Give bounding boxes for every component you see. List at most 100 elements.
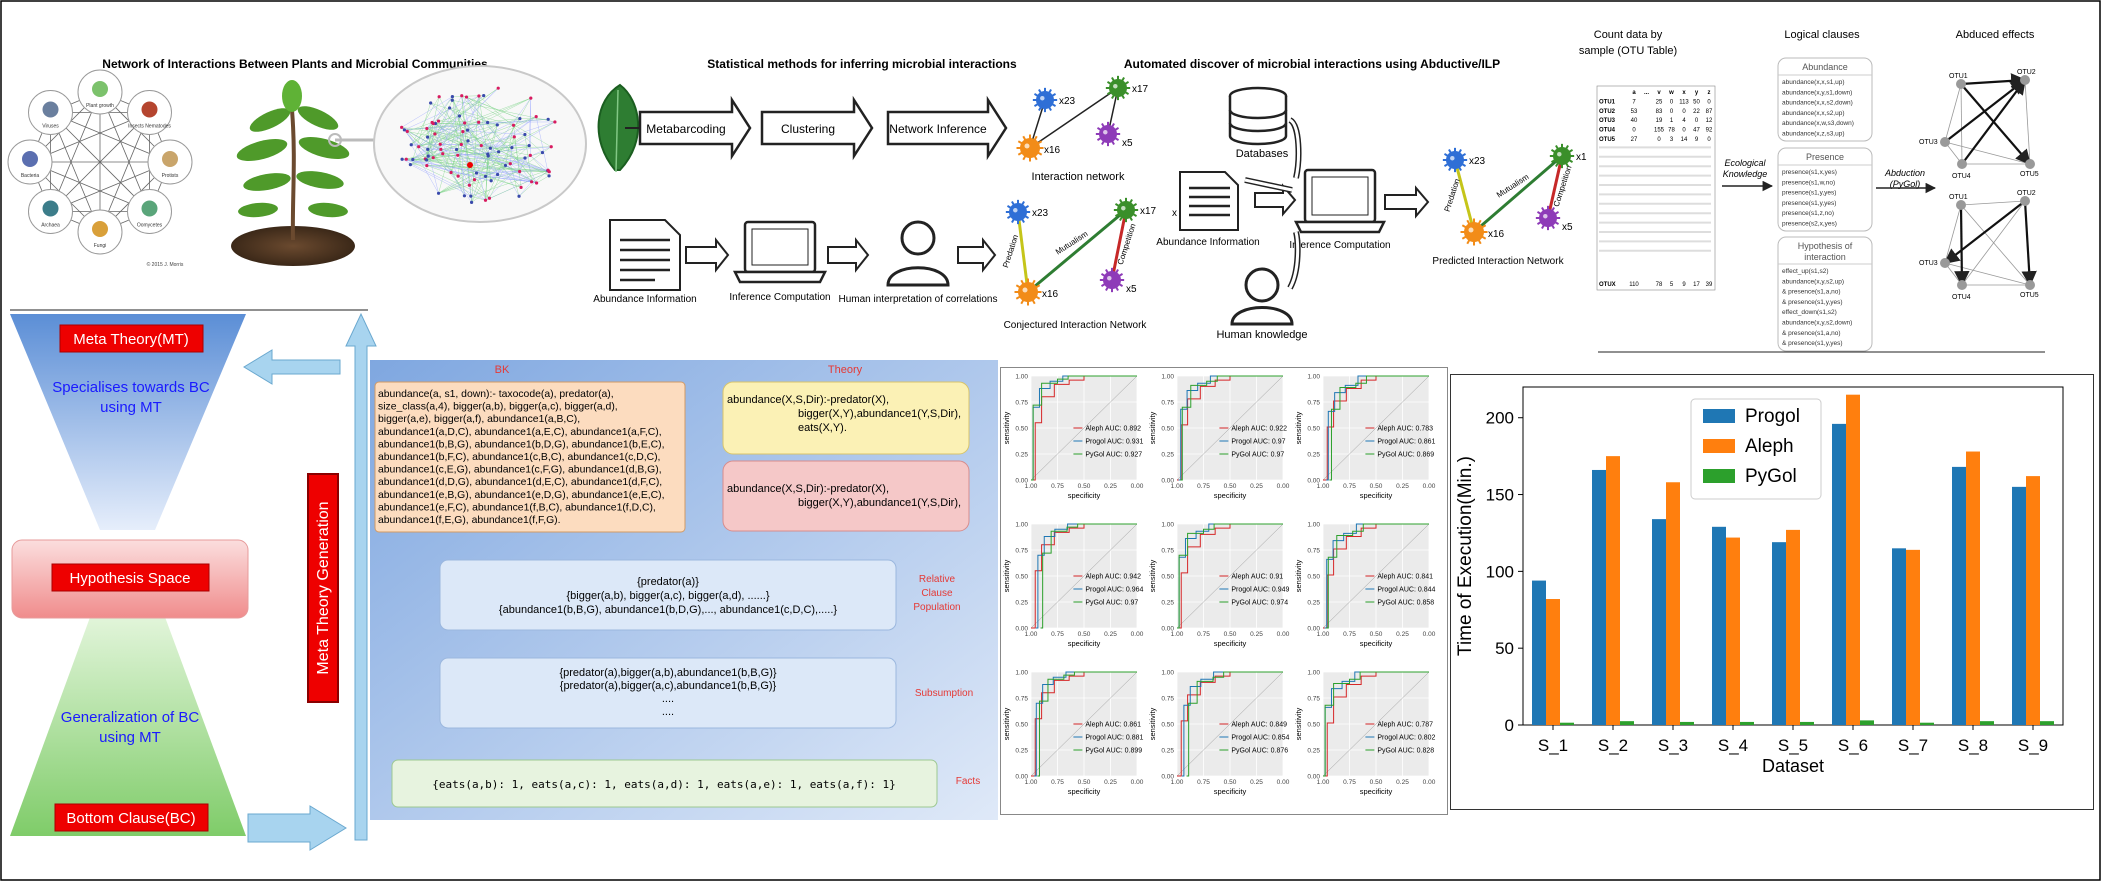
svg-text:0.50: 0.50: [1078, 779, 1091, 786]
svg-text:0.50: 0.50: [1015, 722, 1028, 729]
stats-human-label: Human interpretation of correlations: [839, 294, 998, 305]
svg-text:1.00: 1.00: [1171, 779, 1184, 786]
svg-text:a: a: [1632, 90, 1636, 96]
bar-progol-s_1: [1532, 580, 1546, 725]
image-credit: © 2015 J. Morris: [147, 261, 184, 268]
svg-text:87: 87: [1706, 109, 1713, 115]
svg-text:0: 0: [1657, 137, 1661, 143]
svg-text:0.25: 0.25: [1396, 483, 1409, 490]
rcp-line: {bigger(a,b), bigger(a,c), bigger(a,d), …: [567, 590, 770, 602]
svg-text:0.50: 0.50: [1307, 722, 1320, 729]
svg-text:y: y: [1695, 90, 1699, 96]
svg-text:Aleph AUC: 0.922: Aleph AUC: 0.922: [1231, 426, 1287, 433]
svg-text:1.00: 1.00: [1317, 483, 1330, 490]
svg-text:PyGol AUC: 0.869: PyGol AUC: 0.869: [1377, 452, 1434, 459]
svg-text:Protists: Protists: [162, 173, 179, 179]
microbe-icon: [1105, 75, 1131, 101]
abductive-document-icon: [1179, 171, 1239, 231]
svg-text:0.50: 0.50: [1224, 483, 1237, 490]
svg-text:Progol AUC: 0.964: Progol AUC: 0.964: [1085, 587, 1143, 594]
pipeline-step-3: Network Inference: [886, 95, 1008, 161]
svg-text:0.75: 0.75: [1343, 631, 1356, 638]
hairball-network: [400, 86, 557, 204]
svg-text:0.00: 0.00: [1131, 483, 1144, 490]
svg-text:Network Inference: Network Inference: [889, 122, 987, 136]
svg-text:0.00: 0.00: [1277, 779, 1290, 786]
svg-text:presence(s1,y,yes): presence(s1,y,yes): [1782, 200, 1836, 207]
svg-text:1.00: 1.00: [1161, 374, 1174, 381]
svg-text:0.25: 0.25: [1104, 631, 1117, 638]
microbe-icon: [1113, 197, 1139, 223]
svg-text:1.00: 1.00: [1015, 670, 1028, 677]
bar-aleph-s_6: [1846, 394, 1860, 725]
theory-line: eats(X,Y).: [798, 422, 847, 434]
svg-text:specificity: specificity: [1360, 639, 1393, 648]
svg-text:0.25: 0.25: [1250, 779, 1263, 786]
bottom-clause-label: Bottom Clause(BC): [66, 810, 195, 827]
x-tick-label: S_5: [1778, 736, 1808, 755]
plants-title: Network of Interactions Between Plants a…: [102, 57, 488, 71]
svg-text:Presence: Presence: [1806, 152, 1844, 162]
svg-text:Oomycetes: Oomycetes: [137, 222, 163, 228]
facts-line: {eats(a,b): 1, eats(a,c): 1, eats(a,d): …: [432, 778, 896, 791]
svg-text:x23: x23: [1059, 96, 1076, 107]
svg-text:1: 1: [1670, 118, 1674, 124]
svg-text:113: 113: [1679, 99, 1689, 105]
legend-swatch: [1703, 469, 1735, 483]
svg-text:0.75: 0.75: [1197, 779, 1210, 786]
svg-text:0.00: 0.00: [1307, 478, 1320, 485]
svg-text:Insects Nematodes: Insects Nematodes: [128, 124, 171, 130]
svg-text:1.00: 1.00: [1317, 631, 1330, 638]
svg-text:abundance(x,y,s2,up): abundance(x,y,s2,up): [1782, 278, 1844, 285]
microbe-icon: [1099, 267, 1125, 293]
svg-text:0.00: 0.00: [1307, 626, 1320, 633]
svg-text:0.25: 0.25: [1307, 748, 1320, 755]
svg-text:0.00: 0.00: [1423, 631, 1436, 638]
document-icon: [609, 219, 681, 291]
microbe-node: Protists: [147, 139, 193, 185]
svg-text:0.25: 0.25: [1250, 631, 1263, 638]
svg-text:OTU1: OTU1: [1949, 73, 1968, 80]
bar-progol-s_3: [1652, 519, 1666, 725]
svg-text:PyGol AUC: 0.858: PyGol AUC: 0.858: [1377, 600, 1434, 607]
subsumption-line: {predator(a),bigger(a,c),abundance1(b,B,…: [560, 680, 777, 692]
svg-text:Progol AUC: 0.802: Progol AUC: 0.802: [1377, 735, 1435, 742]
svg-text:Aleph AUC: 0.787: Aleph AUC: 0.787: [1377, 722, 1433, 729]
y-tick-label: 100: [1486, 562, 1514, 581]
svg-text:abundance(x,w,s3,down): abundance(x,w,s3,down): [1782, 120, 1854, 127]
svg-text:0.25: 0.25: [1307, 600, 1320, 607]
microbe-icon: [1014, 278, 1042, 306]
svg-text:0.75: 0.75: [1051, 779, 1064, 786]
svg-text:OTU3: OTU3: [1919, 139, 1938, 146]
svg-text:effect_down(s1,s2): effect_down(s1,s2): [1782, 309, 1837, 316]
svg-text:7: 7: [1632, 99, 1636, 105]
svg-text:9: 9: [1695, 137, 1699, 143]
svg-text:PyGol AUC: 0.974: PyGol AUC: 0.974: [1231, 600, 1288, 607]
legend-entry: Aleph: [1745, 436, 1794, 457]
svg-text:& presence(s1,y,yes): & presence(s1,y,yes): [1782, 299, 1843, 306]
svg-text:39: 39: [1706, 282, 1713, 288]
x-tick-label: S_8: [1958, 736, 1988, 755]
microbe-node: Insects Nematodes: [126, 90, 172, 136]
y-tick-label: 0: [1505, 716, 1514, 735]
svg-text:0.50: 0.50: [1161, 426, 1174, 433]
bar-pygol-s_1: [1560, 722, 1574, 725]
svg-text:sensitivity: sensitivity: [1294, 559, 1303, 592]
svg-text:specificity: specificity: [1214, 491, 1247, 500]
svg-text:Predation: Predation: [1443, 178, 1462, 213]
svg-text:PyGol AUC: 0.97: PyGol AUC: 0.97: [1085, 600, 1138, 607]
svg-text:v: v: [1657, 90, 1661, 96]
legend-swatch: [1703, 409, 1735, 423]
bk-title: BK: [495, 364, 510, 376]
svg-text:Progol AUC: 0.949: Progol AUC: 0.949: [1231, 587, 1289, 594]
svg-text:1.00: 1.00: [1307, 670, 1320, 677]
x-tick-label: S_9: [2018, 736, 2048, 755]
svg-text:abundance(x,x,s1,up): abundance(x,x,s1,up): [1782, 79, 1845, 86]
